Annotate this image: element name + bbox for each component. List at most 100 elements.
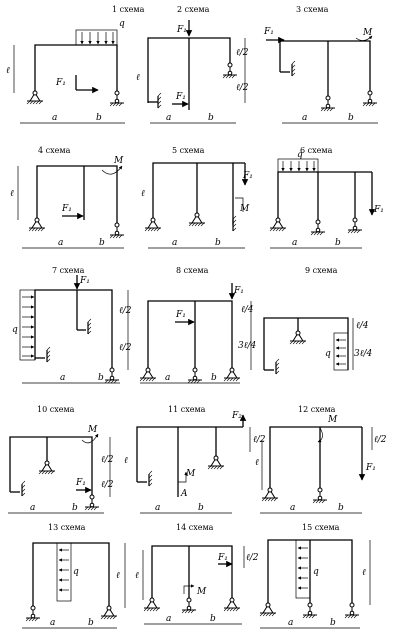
scheme-title: 12 схема	[298, 405, 336, 414]
roller-support	[302, 602, 318, 619]
span-b-label: b	[96, 113, 102, 123]
roller-support	[310, 219, 326, 236]
force-label: F₁	[373, 205, 384, 215]
moment-label: M	[185, 469, 196, 479]
scheme-3: 3 схема F₁ M a b	[263, 5, 378, 124]
scheme-title: 1 схема	[112, 5, 145, 14]
load-q-label: q	[73, 567, 79, 577]
point-a-label: A	[180, 489, 188, 499]
scheme-title: 8 схема	[176, 266, 209, 275]
pin-support-middle	[289, 330, 307, 345]
span-b-label: b	[98, 373, 104, 383]
dim-l2-upper: ℓ/2	[101, 455, 114, 465]
load-q-label: q	[297, 150, 303, 160]
span-b-label: b	[338, 503, 344, 513]
scheme-title: 14 схема	[176, 523, 214, 532]
roller-support	[109, 90, 125, 107]
fixed-support	[291, 60, 296, 77]
dim-l4: ℓ/4	[356, 321, 369, 331]
scheme-title: 5 схема	[172, 146, 205, 155]
moment-arrow	[183, 584, 195, 594]
pin-support	[269, 217, 287, 232]
span-b-label: b	[208, 113, 214, 123]
span-a-label: a	[166, 614, 171, 624]
moment-label: M	[87, 425, 98, 435]
pin-support	[143, 597, 161, 612]
dim-l2: ℓ/2	[374, 435, 387, 445]
height-label: ℓ	[10, 189, 14, 199]
frame-bars	[277, 171, 372, 220]
distributed-load-zone	[277, 158, 319, 173]
load-q-label: q	[12, 325, 18, 335]
fixed-support	[232, 215, 237, 232]
span-a-label: a	[155, 503, 160, 513]
moment-arrow	[101, 165, 123, 175]
fixed-support	[148, 470, 153, 487]
pin-support-right	[207, 455, 225, 470]
span-a-label: a	[288, 618, 293, 628]
force-label: F₁	[79, 276, 90, 286]
span-a-label: a	[290, 503, 295, 513]
distributed-load-zone	[295, 539, 311, 599]
frame-bars	[36, 165, 118, 225]
scheme-14: 14 схема F₁ ℓ/2 ℓ M a b	[135, 523, 259, 625]
span-a-label: a	[60, 373, 65, 383]
roller-support	[187, 367, 203, 384]
fixed-support	[21, 480, 26, 497]
force-label-side: F₁	[175, 92, 186, 102]
pin-support-middle	[38, 460, 56, 475]
pin-support	[100, 605, 118, 620]
scheme-12: 12 схема F₁ M ℓ/2 ℓ a b	[255, 405, 387, 514]
fixed-support	[275, 358, 280, 375]
moment-arrow	[81, 433, 99, 444]
dim-l2-upper: ℓ/2	[119, 306, 132, 316]
moment-arrow	[317, 427, 323, 443]
dim-l2: ℓ/2	[253, 435, 266, 445]
span-b-label: b	[330, 618, 336, 628]
fixed-support	[87, 318, 92, 335]
scheme-9: 9 схема q ℓ/4 3ℓ/4	[263, 266, 373, 375]
height-label: ℓ	[141, 189, 145, 199]
moment-label: M	[196, 587, 207, 597]
force-label: F₁	[55, 78, 66, 88]
moment-label: M	[239, 204, 250, 214]
height-label: ℓ	[136, 73, 140, 83]
roller-support	[222, 62, 238, 79]
frame-bars	[269, 426, 362, 490]
scheme-15: 15 схема q ℓ a b	[259, 523, 371, 629]
force-label: F₁	[75, 478, 86, 488]
roller-support	[109, 222, 125, 239]
roller-support-middle	[320, 95, 336, 112]
span-a-label: a	[30, 503, 35, 513]
moment-arrow	[355, 35, 373, 41]
pin-support	[259, 602, 277, 617]
force-label: F₁	[365, 463, 376, 473]
span-b-label: b	[198, 503, 204, 513]
height-label: ℓ	[135, 571, 139, 581]
moment-label: M	[327, 415, 338, 425]
moment-marker	[235, 197, 244, 212]
scheme-title: 3 схема	[296, 5, 329, 14]
scheme-2: 2 схема F₁ ℓ/2 ℓ/2 ℓ F₁ a b	[136, 5, 249, 124]
frame-bars	[147, 300, 233, 370]
span-b-label: b	[215, 238, 221, 248]
dim-3l4: 3ℓ/4	[238, 341, 257, 351]
fixed-support-bottom	[46, 346, 51, 363]
distributed-load-zone	[75, 29, 118, 46]
moment-label: M	[113, 156, 124, 166]
dim-3l4: 3ℓ/4	[354, 349, 373, 359]
moment-arrow	[178, 471, 188, 483]
span-b-label: b	[72, 503, 78, 513]
roller-support-right	[362, 90, 378, 107]
pin-support	[26, 90, 44, 105]
height-label: ℓ	[116, 571, 120, 581]
pin-support-right	[223, 367, 241, 382]
load-q-label: q	[325, 349, 331, 359]
scheme-title: 10 схема	[37, 405, 75, 414]
force-label: F₁	[263, 27, 274, 37]
span-a-label: a	[302, 113, 307, 123]
span-a-label: a	[165, 373, 170, 383]
span-b-label: b	[335, 238, 341, 248]
roller-support-right	[347, 217, 363, 234]
pin-support	[261, 487, 279, 502]
